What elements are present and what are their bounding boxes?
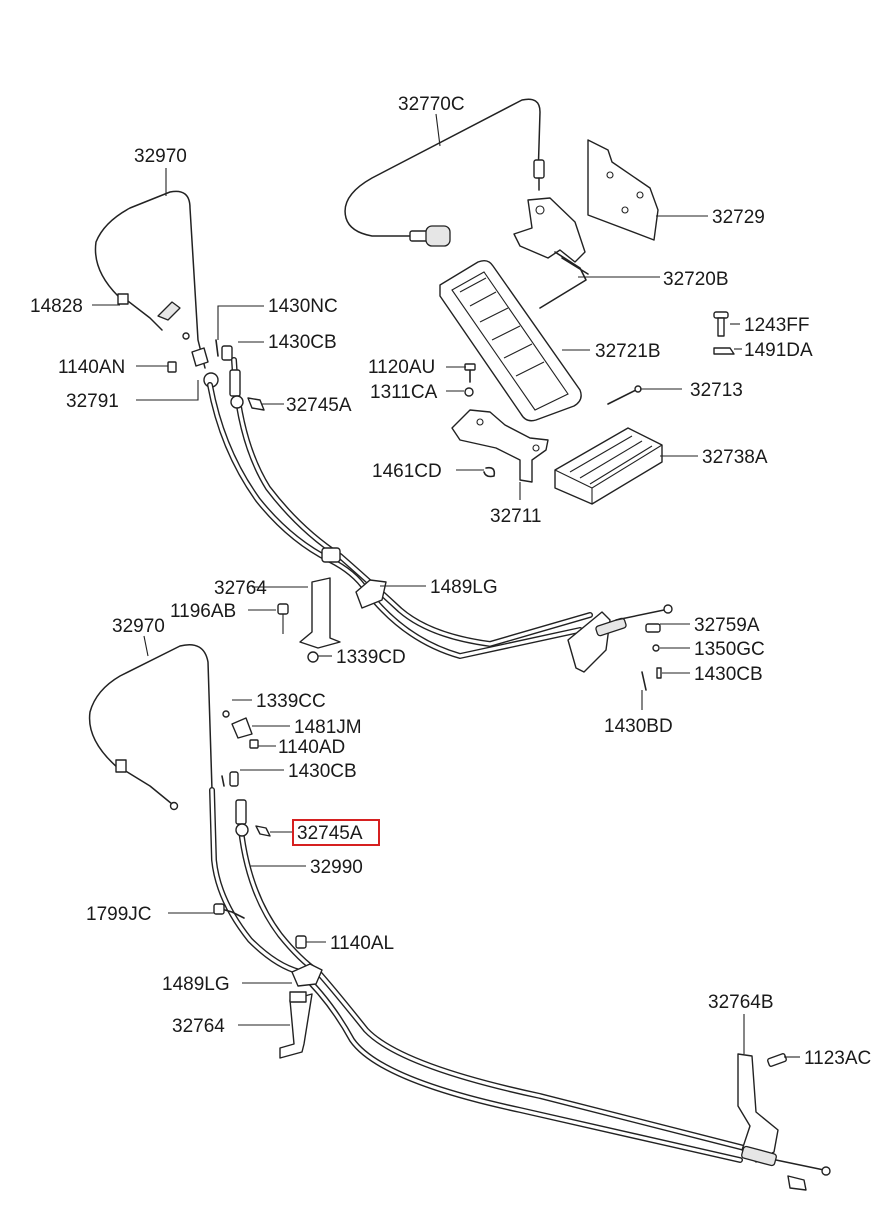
label-32720B[interactable]: 32720B xyxy=(663,269,729,290)
label-32721B[interactable]: 32721B xyxy=(595,341,661,362)
label-1430CB-mid[interactable]: 1430CB xyxy=(694,664,763,685)
accelerator-cable-32770C[interactable] xyxy=(344,98,545,247)
nut-1350GC[interactable] xyxy=(652,644,660,652)
label-1123AC[interactable]: 1123AC xyxy=(804,1048,871,1069)
bracket-32729[interactable] xyxy=(587,139,659,241)
pedal-bracket-32711[interactable] xyxy=(451,409,549,483)
label-1491DA[interactable]: 1491DA xyxy=(744,340,813,361)
part-labels: 32770C 32970 32729 32720B 14828 1430NC 1… xyxy=(30,94,871,1069)
label-1120AU[interactable]: 1120AU xyxy=(368,357,435,378)
clip-32745A-upper[interactable] xyxy=(247,397,265,411)
pin-1430CB-mid[interactable] xyxy=(656,667,662,679)
label-1461CD[interactable]: 1461CD xyxy=(372,461,442,482)
label-32764-mid[interactable]: 32764 xyxy=(214,578,267,599)
nut-1311CA[interactable] xyxy=(464,387,474,397)
label-14828[interactable]: 14828 xyxy=(30,296,83,317)
label-1799JC[interactable]: 1799JC xyxy=(86,904,152,925)
bolt-1196AB[interactable] xyxy=(277,603,289,634)
highlight-box xyxy=(292,819,380,846)
pin-32713[interactable] xyxy=(607,385,642,405)
leader-lines xyxy=(92,113,800,1058)
label-1430CB-top[interactable]: 1430CB xyxy=(268,332,337,353)
cable-end-lower[interactable] xyxy=(741,1145,831,1191)
label-1481JM[interactable]: 1481JM xyxy=(294,717,362,738)
label-1430BD[interactable]: 1430BD xyxy=(604,716,673,737)
label-32711[interactable]: 32711 xyxy=(490,506,541,527)
label-1140AN[interactable]: 1140AN xyxy=(58,357,125,378)
label-1489LG-low[interactable]: 1489LG xyxy=(162,974,230,995)
label-32764B[interactable]: 32764B xyxy=(708,992,774,1013)
label-32791[interactable]: 32791 xyxy=(66,391,119,412)
label-1196AB[interactable]: 1196AB xyxy=(170,601,236,622)
label-32759A[interactable]: 32759A xyxy=(694,615,760,636)
end-1430CB-low[interactable] xyxy=(221,771,239,787)
label-1430CB-low[interactable]: 1430CB xyxy=(288,761,357,782)
clip-1461CD[interactable] xyxy=(483,466,496,478)
bolt-1123AC[interactable] xyxy=(767,1053,787,1067)
label-32713[interactable]: 32713 xyxy=(690,380,743,401)
clamp-1489LG-mid[interactable] xyxy=(355,579,387,609)
clamp-1489LG-low[interactable] xyxy=(291,963,323,987)
label-32770C[interactable]: 32770C xyxy=(398,94,465,115)
label-32970-bottom[interactable]: 32970 xyxy=(112,616,165,637)
bolt-1243FF[interactable] xyxy=(713,311,729,337)
bolt-1140AD[interactable] xyxy=(249,739,259,749)
label-32745A-highlighted[interactable]: 32745A xyxy=(297,823,363,844)
nut-1339CC[interactable] xyxy=(222,710,230,718)
bushing-1481JM[interactable] xyxy=(231,717,253,739)
bracket-32764-mid[interactable] xyxy=(299,547,341,649)
label-1489LG-mid[interactable]: 1489LG xyxy=(430,577,498,598)
label-1430NC[interactable]: 1430NC xyxy=(268,296,338,317)
shift-cable-32970-upper[interactable] xyxy=(94,190,206,369)
clip-32745A-highlighted[interactable] xyxy=(255,825,271,837)
label-32970-top[interactable]: 32970 xyxy=(134,146,187,167)
cable-end-32759A[interactable] xyxy=(567,604,673,673)
shift-cable-32970-lower[interactable] xyxy=(88,644,213,811)
bracket-32764B[interactable] xyxy=(737,1053,779,1163)
stopper-32738A[interactable] xyxy=(554,427,663,505)
pin-1430NC[interactable] xyxy=(215,339,219,357)
nut-1491DA[interactable] xyxy=(713,347,735,355)
label-1140AD[interactable]: 1140AD xyxy=(278,737,345,758)
end-1430CB-upper[interactable] xyxy=(221,345,233,361)
label-32745A-top[interactable]: 32745A xyxy=(286,395,352,416)
bracket-32764-low[interactable] xyxy=(279,991,313,1059)
bolt-1120AU[interactable] xyxy=(464,363,476,383)
label-32729[interactable]: 32729 xyxy=(712,207,765,228)
clip-1799JC[interactable] xyxy=(213,903,245,919)
bolt-1140AN[interactable] xyxy=(167,361,177,373)
label-32990[interactable]: 32990 xyxy=(310,857,363,878)
label-1243FF[interactable]: 1243FF xyxy=(744,315,809,336)
pin-1430BD[interactable] xyxy=(641,671,647,691)
bolt-1140AL[interactable] xyxy=(295,935,307,949)
label-1339CD[interactable]: 1339CD xyxy=(336,647,406,668)
label-1140AL[interactable]: 1140AL xyxy=(330,933,394,954)
label-32738A[interactable]: 32738A xyxy=(702,447,768,468)
label-1311CA[interactable]: 1311CA xyxy=(370,382,438,403)
pedal-arm-32720B[interactable] xyxy=(513,197,589,309)
nut-1339CD[interactable] xyxy=(307,651,319,663)
label-32764-low[interactable]: 32764 xyxy=(172,1016,225,1037)
label-1339CC[interactable]: 1339CC xyxy=(256,691,326,712)
pedal-pad-32721B[interactable] xyxy=(439,259,582,422)
label-1350GC[interactable]: 1350GC xyxy=(694,639,765,660)
